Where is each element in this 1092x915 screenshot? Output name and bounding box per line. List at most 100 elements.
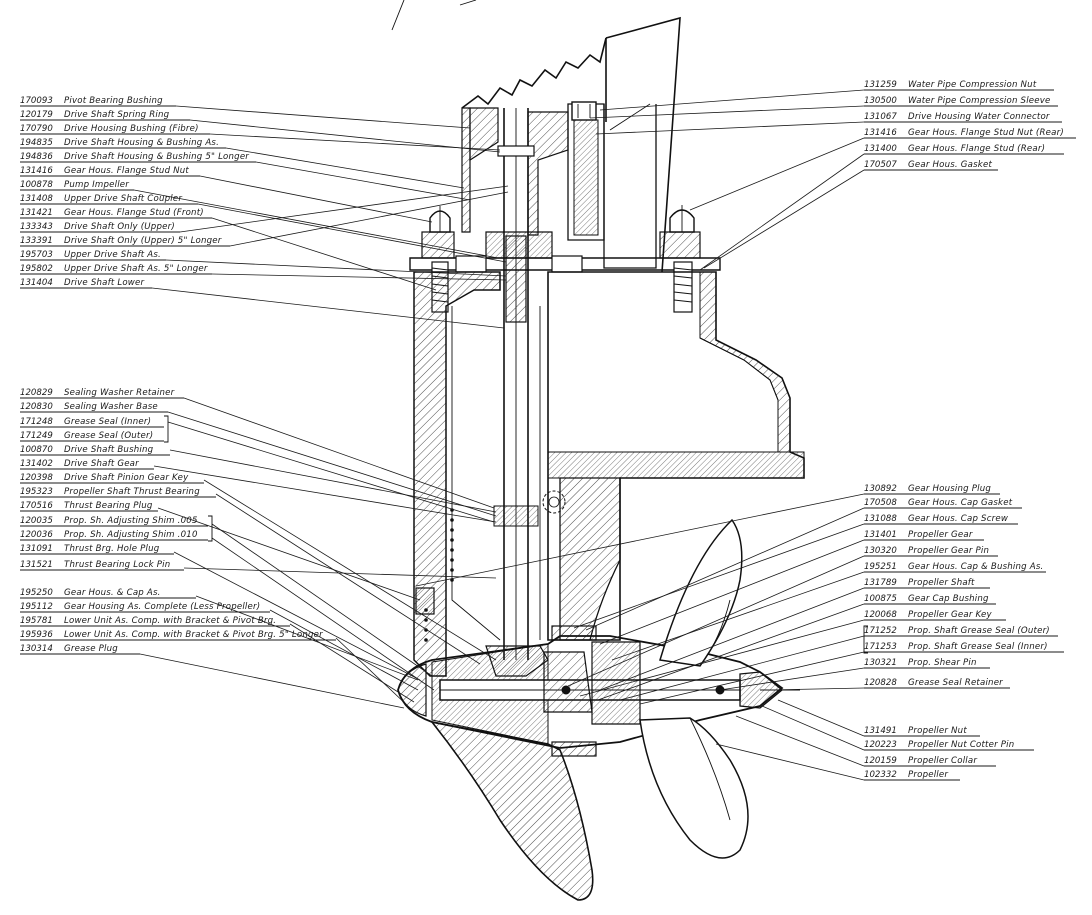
svg-text:Prop. Shear Pin: Prop. Shear Pin	[908, 658, 977, 668]
svg-text:Sealing Washer Base: Sealing Washer Base	[64, 402, 158, 412]
callout-171248: 171248 Grease Seal (Inner)	[20, 417, 164, 428]
bracket-prop-shaft-seals	[863, 625, 868, 654]
propeller	[639, 518, 749, 859]
svg-text:Drive Shaft Pinion Gear Key: Drive Shaft Pinion Gear Key	[64, 473, 189, 483]
svg-text:195781: 195781	[20, 616, 53, 626]
svg-text:Grease Seal (Inner): Grease Seal (Inner)	[64, 417, 151, 427]
svg-text:Drive Shaft Only (Upper): Drive Shaft Only (Upper)	[64, 222, 175, 232]
svg-text:Drive Shaft Lower: Drive Shaft Lower	[64, 278, 144, 288]
svg-text:Upper Drive Shaft As.: Upper Drive Shaft As.	[64, 250, 161, 260]
svg-text:194835: 194835	[20, 138, 53, 148]
svg-text:Prop. Shaft Grease Seal (Outer: Prop. Shaft Grease Seal (Outer)	[908, 626, 1050, 636]
svg-text:195251: 195251	[864, 562, 897, 572]
svg-text:131400: 131400	[864, 144, 897, 154]
svg-text:Grease Seal (Outer): Grease Seal (Outer)	[64, 431, 153, 441]
svg-text:Propeller Gear Pin: Propeller Gear Pin	[908, 546, 989, 556]
svg-text:Drive Shaft Spring Ring: Drive Shaft Spring Ring	[64, 110, 170, 120]
svg-text:Gear Hous. Gasket: Gear Hous. Gasket	[908, 160, 992, 170]
leader-lines	[133, 89, 865, 781]
svg-text:Propeller Nut Cotter Pin: Propeller Nut Cotter Pin	[908, 740, 1014, 750]
callout-195112: 195112 Gear Housing As. Complete (Less Pr…	[20, 602, 270, 613]
svg-text:195250: 195250	[20, 588, 53, 598]
svg-text:Drive Shaft Bushing: Drive Shaft Bushing	[64, 445, 154, 455]
svg-text:130321: 130321	[864, 658, 897, 668]
svg-text:Gear Hous. Flange Stud Nut: Gear Hous. Flange Stud Nut	[64, 166, 189, 176]
callout-131491: 131491 Propeller Nut	[864, 726, 980, 737]
callout-120398: 120398 Drive Shaft Pinion Gear Key	[20, 473, 204, 484]
svg-text:Gear Housing As. Complete (Les: Gear Housing As. Complete (Less Propelle…	[64, 602, 260, 612]
svg-text:Water Pipe Compression Sleeve: Water Pipe Compression Sleeve	[908, 96, 1051, 106]
svg-text:170507: 170507	[864, 160, 897, 170]
svg-text:Lower Unit As. Comp. with Brac: Lower Unit As. Comp. with Bracket & Pivo…	[64, 630, 323, 640]
svg-text:131421: 131421	[20, 208, 53, 218]
svg-text:Gear Hous. & Cap As.: Gear Hous. & Cap As.	[64, 588, 161, 598]
svg-text:100878: 100878	[20, 180, 53, 190]
svg-text:170093: 170093	[20, 96, 53, 106]
svg-text:131491: 131491	[864, 726, 897, 736]
svg-text:Prop. Sh. Adjusting Shim .005: Prop. Sh. Adjusting Shim .005	[64, 516, 198, 526]
bracket-shims	[208, 515, 213, 542]
svg-text:Grease Plug: Grease Plug	[64, 644, 118, 654]
svg-text:131416: 131416	[864, 128, 897, 138]
bracket-grease-seals	[164, 415, 169, 443]
callout-171253: 171253 Prop. Shaft Grease Seal (Inner)	[864, 642, 1064, 653]
svg-text:Pump Impeller: Pump Impeller	[64, 180, 129, 190]
svg-text:171252: 171252	[864, 626, 897, 636]
svg-text:120036: 120036	[20, 530, 53, 540]
svg-text:Gear Hous. Flange Stud Nut (Re: Gear Hous. Flange Stud Nut (Rear)	[908, 128, 1064, 138]
svg-text:131091: 131091	[20, 544, 53, 554]
svg-text:131789: 131789	[864, 578, 897, 588]
svg-text:Gear Housing Plug: Gear Housing Plug	[908, 484, 991, 494]
svg-text:120223: 120223	[864, 740, 897, 750]
svg-text:133391: 133391	[20, 236, 53, 246]
svg-text:Gear Hous. Cap Gasket: Gear Hous. Cap Gasket	[908, 498, 1013, 508]
svg-text:120068: 120068	[864, 610, 897, 620]
callout-130320: 130320 Propeller Gear Pin	[864, 546, 998, 557]
skeg	[430, 720, 594, 901]
svg-text:Propeller Nut: Propeller Nut	[908, 726, 967, 736]
svg-text:102332: 102332	[864, 770, 897, 780]
callout-131416-rear: 131416 Gear Hous. Flange Stud Nut (Rear)	[864, 128, 1076, 139]
callout-100878: 100878 Pump Impeller	[20, 180, 134, 191]
svg-text:120829: 120829	[20, 388, 53, 398]
svg-text:Upper Drive Shaft Coupler: Upper Drive Shaft Coupler	[64, 194, 182, 204]
gear-case-torpedo	[397, 625, 800, 757]
svg-text:120830: 120830	[20, 402, 53, 412]
callout-171252: 171252 Prop. Shaft Grease Seal (Outer)	[864, 626, 1058, 637]
svg-text:Thrust Bearing Lock Pin: Thrust Bearing Lock Pin	[64, 560, 170, 570]
svg-text:131416: 131416	[20, 166, 53, 176]
svg-text:Prop. Shaft Grease Seal (Inner: Prop. Shaft Grease Seal (Inner)	[908, 642, 1048, 652]
svg-text:131404: 131404	[20, 278, 53, 288]
svg-text:131521: 131521	[20, 560, 53, 570]
svg-text:130320: 130320	[864, 546, 897, 556]
svg-text:120398: 120398	[20, 473, 53, 483]
svg-text:133343: 133343	[20, 222, 53, 232]
svg-text:Propeller Gear Key: Propeller Gear Key	[908, 610, 993, 620]
svg-text:171248: 171248	[20, 417, 53, 427]
svg-text:171253: 171253	[864, 642, 897, 652]
svg-text:Propeller Gear: Propeller Gear	[908, 530, 973, 540]
svg-text:Water Pipe Compression Nut: Water Pipe Compression Nut	[908, 80, 1037, 90]
svg-text:195112: 195112	[20, 602, 53, 612]
